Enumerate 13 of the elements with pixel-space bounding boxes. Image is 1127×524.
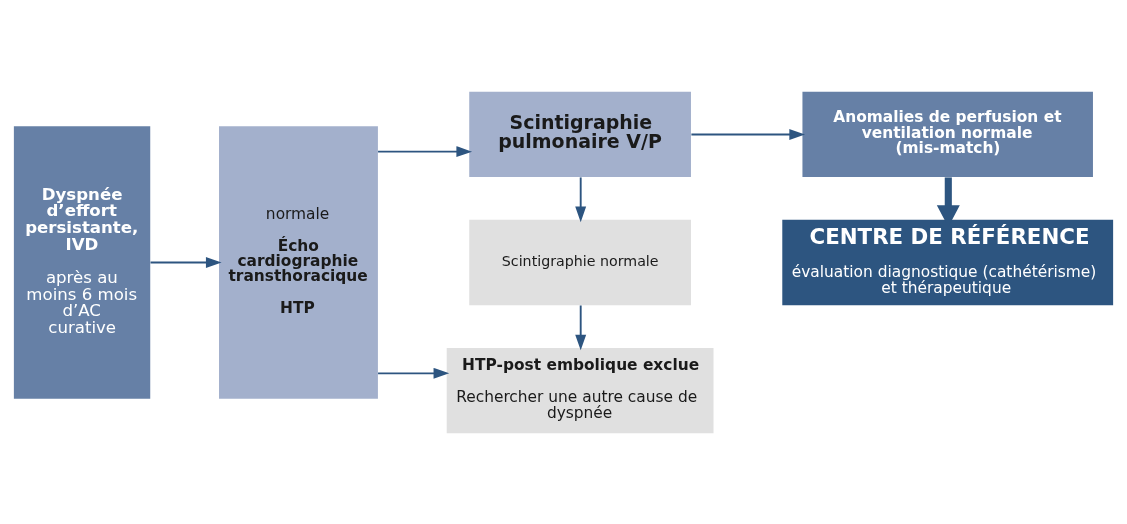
arrow <box>377 367 450 379</box>
node-box: Scintigraphie normale <box>469 219 691 305</box>
node-box: CENTRE DE RÉFÉRENCE évaluation diagnostique (cathétérisme) et thérapeutique <box>782 219 1114 305</box>
arrow <box>377 145 473 157</box>
node-box: HTP-post embolique exclue Rechercher une autre cause de dyspnée <box>446 347 714 433</box>
arrow <box>575 304 587 350</box>
arrow <box>690 128 805 140</box>
arrow <box>149 256 222 268</box>
node-box: Scintigraphie pulmonaire V/P <box>469 91 691 177</box>
node-box: Anomalies de perfusion et ventilation normale (mis-match) <box>802 91 1093 177</box>
node-box: normale Écho cardiographie transthoracique HTP <box>219 125 378 399</box>
node-box: Dyspnée d’effort persistante, IVD après au moins 6 mois d’AC curative <box>13 125 151 399</box>
arrow <box>575 176 587 222</box>
